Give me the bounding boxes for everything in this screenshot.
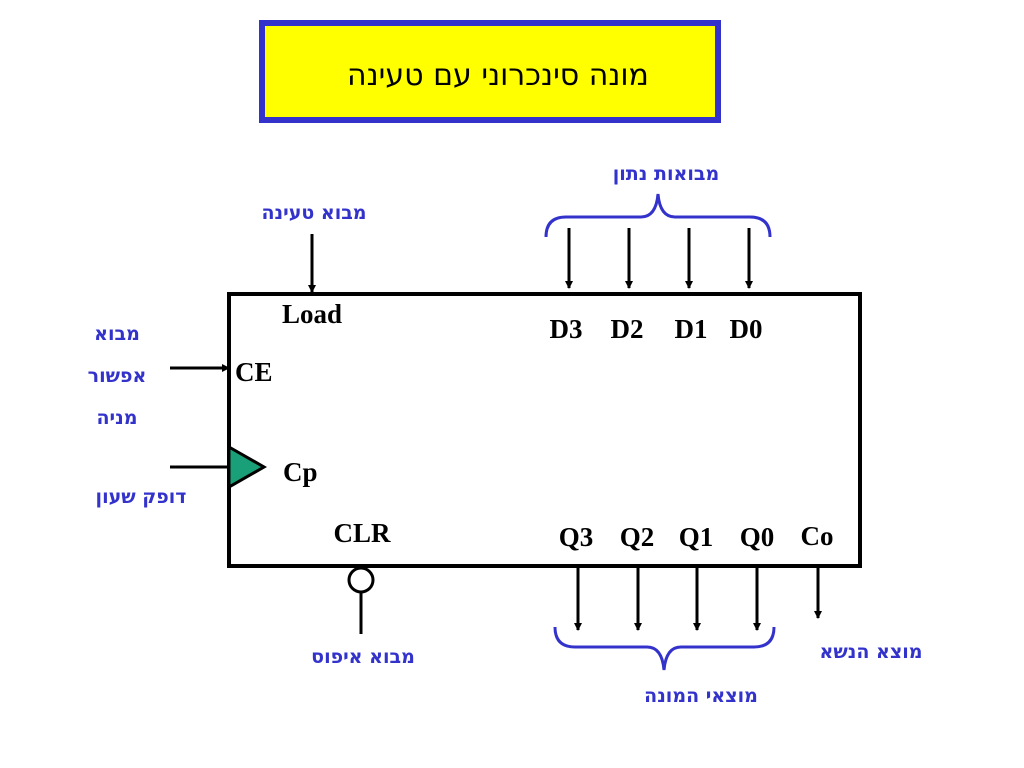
- q1-pin-label: Q1: [679, 522, 714, 552]
- ce-pin-label: CE: [235, 357, 273, 387]
- count-enable-label-line3: מניה: [96, 407, 137, 429]
- page-title: מונה סינכרוני עם טעינה: [347, 58, 649, 93]
- count-enable-label-line2: אפשור: [88, 365, 147, 387]
- d1-pin-label: D1: [675, 314, 708, 344]
- counter-outputs-brace: [553, 626, 776, 671]
- counter-outputs-label: מוצאי המונה: [644, 685, 758, 707]
- title-box: [259, 20, 721, 123]
- q2-pin-label: Q2: [620, 522, 655, 552]
- load-pin-label: Load: [282, 299, 342, 329]
- d3-pin-label: D3: [550, 314, 583, 344]
- counter-block: [227, 292, 862, 568]
- carry-out-label: מוצא הנשא: [819, 641, 922, 663]
- reset-label: מבוא איפוס: [311, 646, 415, 668]
- count-enable-label-line1: מבוא: [94, 323, 140, 345]
- clr-inversion-bubble: [347, 566, 375, 594]
- clock-triangle: [227, 444, 268, 490]
- q3-pin-label: Q3: [559, 522, 594, 552]
- q0-pin-label: Q0: [740, 522, 775, 552]
- clock-label: דופק שעון: [96, 486, 187, 508]
- carry-pin-label: Co: [801, 521, 834, 551]
- d2-pin-label: D2: [611, 314, 644, 344]
- d0-pin-label: D0: [730, 314, 763, 344]
- data-inputs-brace: [544, 193, 772, 238]
- cp-pin-label: Cp: [283, 457, 318, 487]
- data-inputs-label: מבואות נתון: [613, 163, 719, 185]
- clr-pin-label: CLR: [333, 518, 391, 548]
- load-input-label: מבוא טעינה: [261, 202, 366, 224]
